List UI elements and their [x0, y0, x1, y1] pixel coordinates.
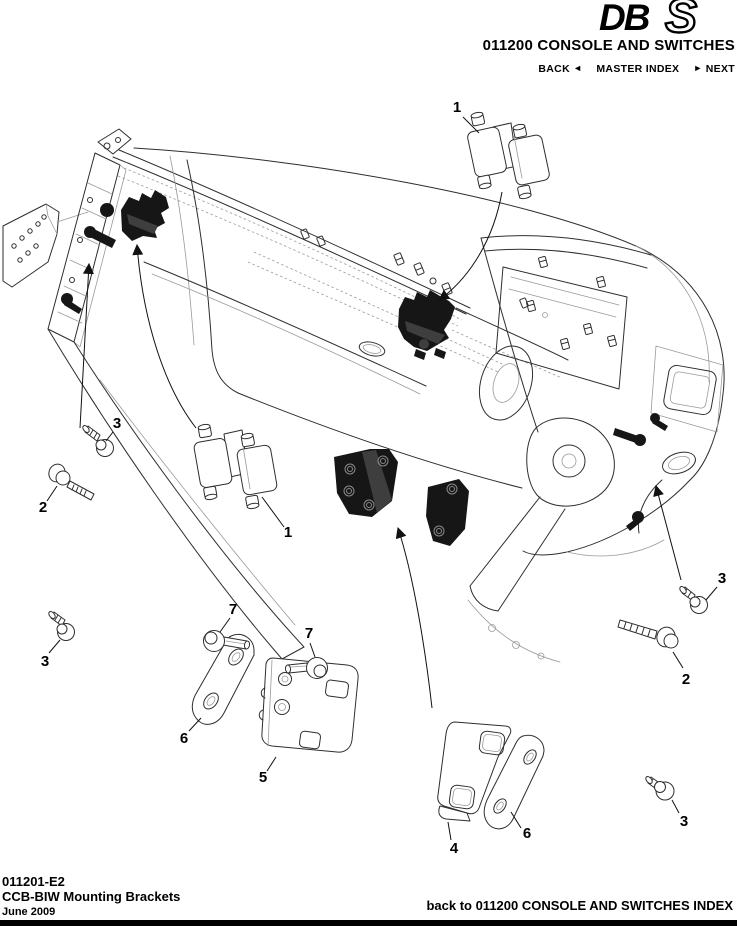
callout-leader-lines [46, 116, 718, 841]
callout-arrows [79, 191, 682, 709]
bolt-3-right [679, 586, 708, 614]
back-arrow-icon: ◄ [573, 63, 583, 73]
nav-next-link[interactable]: ► NEXT [693, 63, 735, 75]
instrument-panel-linework [2, 128, 725, 663]
callout-3-bottom-right: 3 [680, 813, 688, 830]
bottom-bar [0, 920, 737, 926]
callout-3-upper-left: 3 [113, 415, 121, 432]
callout-3-lower-left: 3 [41, 653, 49, 670]
callout-1-top: 1 [453, 99, 461, 116]
part1-bracket-assembly-top [467, 111, 550, 200]
callout-2-right: 2 [682, 671, 690, 688]
callout-1-left: 1 [284, 524, 292, 541]
bolt-3-bottom-right [645, 776, 675, 801]
document-number: 011201-E2 [2, 874, 65, 889]
document-date: June 2009 [2, 906, 56, 918]
callout-2-left: 2 [39, 499, 47, 516]
dbs-logo: DB S [599, 0, 698, 36]
part1-bracket-assembly-left [193, 423, 278, 510]
logo-db-text: DB [599, 0, 650, 36]
page-header: DB S 011200 CONSOLE AND SWITCHES BACK ◄ M… [483, 0, 735, 75]
callout-7-left: 7 [229, 601, 237, 618]
bolt-2-right [617, 619, 679, 649]
callout-6-right: 6 [523, 825, 531, 842]
next-arrow-icon: ► [693, 63, 703, 73]
bolt-3-upper-left [82, 425, 114, 457]
bolt-3-lower-left [48, 611, 75, 641]
nav-back-link[interactable]: BACK ◄ [538, 63, 582, 75]
callout-numbers: 1 1 2 3 3 2 3 3 4 5 6 6 7 7 [39, 99, 726, 857]
callout-3-right: 3 [718, 570, 726, 587]
document-title: CCB-BIW Mounting Brackets [2, 889, 181, 904]
nav-next-label: NEXT [705, 63, 735, 75]
nav-bar: BACK ◄ MASTER INDEX ► NEXT [483, 63, 735, 75]
callout-6-left: 6 [180, 730, 188, 747]
part5-plate [258, 657, 359, 753]
callout-4: 4 [450, 840, 459, 857]
nav-master-index-link[interactable]: MASTER INDEX [596, 63, 680, 75]
page-title: 011200 CONSOLE AND SWITCHES [482, 37, 735, 54]
nav-back-label: BACK [538, 63, 570, 75]
part4-plate [437, 721, 512, 822]
part6-strap-right [483, 734, 545, 830]
callout-5: 5 [259, 769, 267, 786]
bolt-2-left [48, 463, 95, 501]
callout-7-right: 7 [305, 625, 313, 642]
back-to-index-link[interactable]: back to 011200 CONSOLE AND SWITCHES INDE… [426, 898, 733, 913]
logo-s-text: S [665, 0, 697, 36]
part7-bolt-right [284, 657, 328, 679]
part7-bolt-left [203, 630, 251, 652]
highlighted-mounting-brackets [61, 190, 668, 546]
